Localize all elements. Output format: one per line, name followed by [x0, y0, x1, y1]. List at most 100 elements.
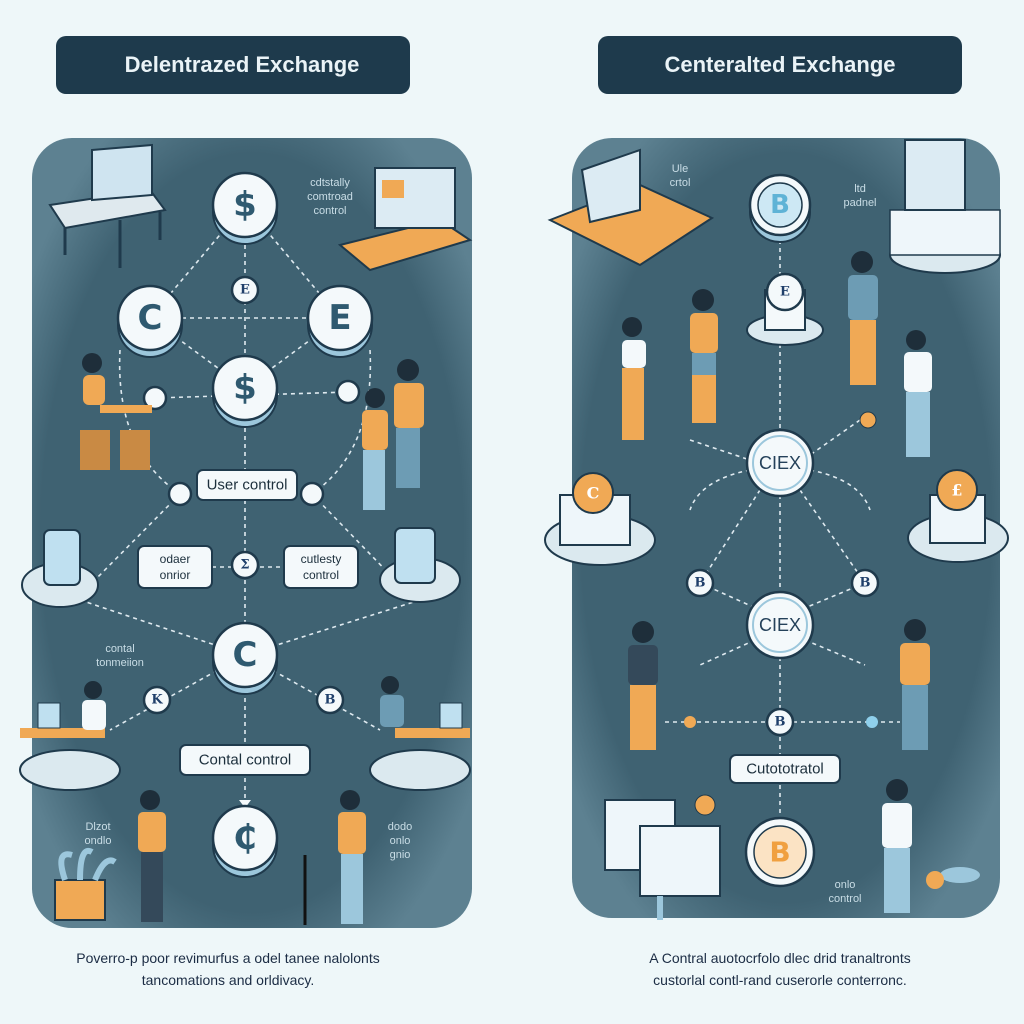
person-icon: [628, 621, 658, 750]
person-at-desk-icon: [369, 676, 471, 791]
svg-text:Cutototratol: Cutototratol: [746, 761, 824, 778]
side-note: ondlo: [85, 835, 112, 847]
monitor-desk-icon: [337, 167, 473, 272]
svg-text:odaer: odaer: [160, 552, 191, 566]
side-note: crtol: [670, 177, 691, 189]
node-k: K: [142, 685, 172, 715]
arrow-down-icon: [239, 800, 251, 808]
database-icon: [379, 527, 461, 603]
node-dollar-center: $: [211, 354, 279, 428]
side-note: Dlzot: [85, 821, 110, 833]
document-monitor-icon: [604, 799, 721, 920]
side-note: ltd: [854, 183, 866, 195]
svg-text:User control: User control: [207, 477, 288, 494]
side-note: cdtstally: [310, 177, 350, 189]
person-icon: [138, 790, 166, 922]
cex-caption-line-2: custorlal contl-rand cuserorle conterron…: [653, 972, 907, 988]
svg-text:Contal control: Contal control: [199, 752, 292, 769]
svg-text:C: C: [233, 635, 258, 675]
svg-text:$: $: [233, 368, 257, 408]
odaer-onrior-label: odaer onrior: [137, 545, 213, 589]
svg-text:Σ: Σ: [240, 558, 249, 573]
side-note: onlo: [835, 879, 856, 891]
person-icon: [848, 251, 878, 385]
side-note: padnel: [843, 197, 876, 209]
svg-text:C: C: [587, 484, 600, 503]
svg-text:K: K: [151, 693, 163, 708]
central-control-label: Contal control: [179, 744, 311, 776]
dex-title: Delentrazed Exchange: [125, 52, 360, 77]
custodial-control-label: Cutototratol: [729, 754, 841, 784]
person-icon: [900, 619, 930, 750]
side-note: Ule: [672, 163, 689, 175]
svg-text:E: E: [780, 285, 790, 300]
node-e-small: E: [230, 275, 260, 305]
side-note: tonmeiion: [96, 657, 144, 669]
cex-panel: [572, 138, 1000, 918]
node-cedi-bottom: ₵: [211, 804, 279, 878]
svg-text:£: £: [951, 481, 962, 500]
cex-title: Centeralted Exchange: [664, 52, 895, 77]
svg-text:B: B: [695, 576, 706, 591]
dex-caption-line-1: Poverro-p poor revimurfus a odel tanee n…: [76, 950, 380, 966]
person-icon: [622, 317, 646, 440]
node-c-lower: C: [211, 621, 279, 695]
node-dollar-top: $: [211, 171, 279, 245]
node-b-center: B: [765, 707, 795, 737]
svg-text:CIEX: CIEX: [759, 453, 801, 473]
svg-text:CIEX: CIEX: [759, 615, 801, 635]
node-b: B: [315, 685, 345, 715]
coin-icon: [866, 716, 878, 728]
svg-text:onrior: onrior: [160, 568, 191, 582]
side-note: comtroad: [307, 191, 353, 203]
svg-text:B: B: [325, 693, 336, 708]
side-note: gnio: [390, 849, 411, 861]
person-with-cane-icon: [303, 790, 366, 925]
coin-icon: [859, 411, 877, 429]
person-icon: [690, 289, 718, 423]
coin-stack-left: C: [544, 472, 656, 566]
side-note: onlo: [390, 835, 411, 847]
node-b-right: B: [850, 568, 880, 598]
svg-text:control: control: [303, 568, 339, 582]
connector-dot: [335, 379, 361, 405]
side-note: control: [313, 205, 346, 217]
svg-text:B: B: [860, 576, 871, 591]
cex-title-box: [598, 36, 962, 94]
dex-caption-line-2: tancomations and orldivacy.: [142, 972, 315, 988]
dex-title-box: [56, 36, 410, 94]
svg-text:B: B: [775, 715, 786, 730]
node-ciex-mid: CIEX: [745, 590, 815, 660]
node-b-left: B: [685, 568, 715, 598]
svg-text:E: E: [240, 283, 250, 298]
svg-text:C: C: [138, 298, 163, 338]
svg-text:B: B: [770, 190, 790, 220]
cex-caption-line-1: A Contral auotocrfolo dlec drid tranaltr…: [649, 950, 910, 966]
plant-box-icon: [54, 847, 117, 921]
node-bitcoin-top: B: [748, 173, 812, 243]
side-note: contal: [105, 643, 134, 655]
node-c-left: C: [116, 284, 184, 358]
laptop-desk-icon: [48, 143, 167, 268]
node-ciex-top: CIEX: [745, 428, 815, 498]
side-note: dodo: [388, 821, 412, 833]
node-e-right: E: [306, 284, 374, 358]
node-bitcoin-bottom: B: [744, 816, 816, 888]
side-note: control: [828, 893, 861, 905]
node-sigma: Σ: [230, 550, 260, 580]
svg-text:B: B: [769, 836, 790, 869]
svg-text:₵: ₵: [233, 818, 257, 858]
connector-dot: [167, 481, 193, 507]
person-icon: [394, 359, 424, 488]
laptop-desk-icon: [547, 148, 715, 267]
coin-icon: [694, 794, 716, 816]
connector-dot: [299, 481, 325, 507]
svg-text:$: $: [233, 185, 257, 225]
person-icon: [362, 388, 388, 510]
person-at-desk-icon: [19, 681, 121, 791]
server-monitor-icon: [889, 139, 1001, 274]
person-icon: [882, 779, 912, 913]
connector-dot: [142, 385, 168, 411]
